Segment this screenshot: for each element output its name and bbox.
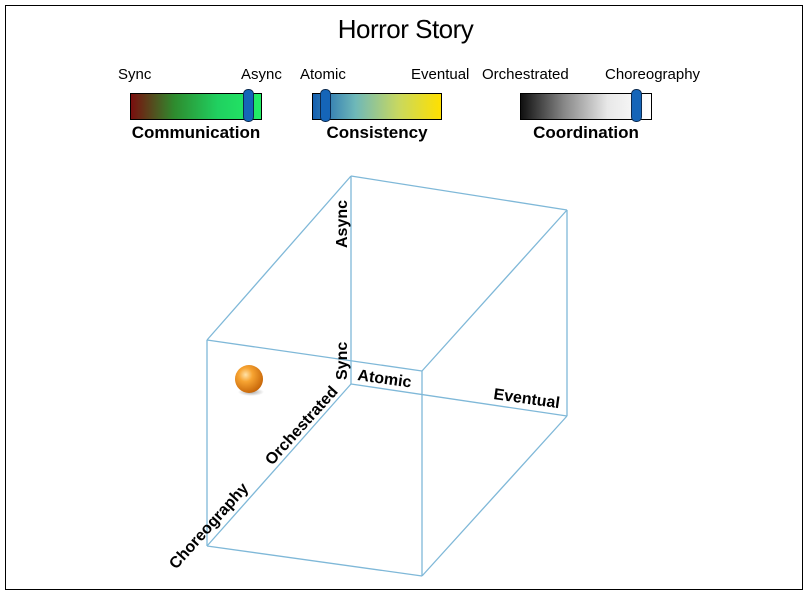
- axis-label-orchestrated: Orchestrated: [262, 383, 341, 468]
- axis-label-atomic: Atomic: [356, 367, 412, 391]
- consistency-right-label: Eventual: [411, 66, 470, 83]
- axis-label-eventual: Eventual: [492, 386, 560, 412]
- coordination-scale-name: Coordination: [533, 123, 639, 142]
- axis-label-async: Async: [334, 200, 351, 248]
- consistency-scale-bar: [312, 93, 442, 120]
- consistency-scale-name: Consistency: [326, 123, 428, 142]
- cube-edge: [350, 175, 568, 211]
- position-ball: [235, 365, 263, 393]
- communication-scale-bar: [130, 93, 262, 120]
- coordination-scale-bar: [520, 93, 652, 120]
- cube-edge: [206, 545, 423, 577]
- cube-edge: [350, 383, 568, 417]
- diagram-title: Horror Story: [337, 14, 474, 44]
- cube-edge: [206, 339, 423, 372]
- cube-edge: [206, 175, 352, 341]
- diagram-frame: [5, 5, 803, 590]
- consistency-slider: [320, 89, 331, 122]
- coordination-slider: [631, 89, 642, 122]
- communication-right-label: Async: [241, 66, 282, 83]
- axis-label-choreography: Choreography: [166, 480, 252, 573]
- axis-label-sync: Sync: [334, 342, 351, 380]
- cube-edge: [421, 209, 568, 372]
- cube-edge: [421, 415, 568, 577]
- communication-scale-name: Communication: [131, 123, 261, 142]
- coordination-left-label: Orchestrated: [482, 66, 569, 83]
- cube-edge: [206, 383, 352, 547]
- communication-left-label: Sync: [118, 66, 152, 83]
- consistency-left-label: Atomic: [300, 66, 346, 83]
- communication-slider: [243, 89, 254, 122]
- coordination-right-label: Choreography: [605, 66, 701, 83]
